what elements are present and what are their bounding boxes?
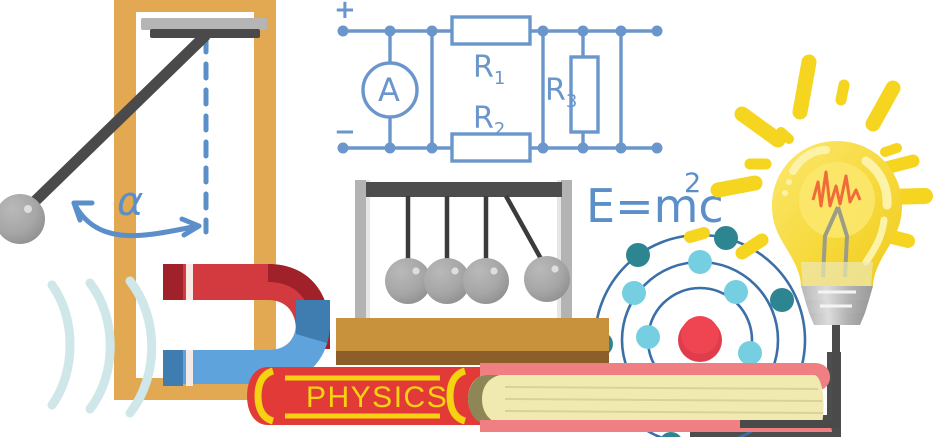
- sound-wave-3: [125, 276, 157, 418]
- bulb-rays: [684, 54, 933, 260]
- terminal-positive-label: +: [334, 0, 356, 25]
- book-title: PHYSICS: [306, 381, 448, 414]
- cradle-post-right: [561, 180, 572, 328]
- formula-exponent: 2: [684, 168, 701, 199]
- pendulum-angle-arrow-left: [71, 200, 95, 223]
- bulb-ray-small: [684, 227, 710, 243]
- sound-waves: [47, 276, 157, 418]
- circuit-labels: + − A R1 R2 R3: [334, 0, 577, 147]
- bulb-highlight-1: [789, 146, 830, 175]
- atom-electron: [770, 288, 794, 312]
- pendulum-mount-plate: [141, 18, 267, 30]
- terminal-negative-label: −: [334, 117, 356, 147]
- magnet-south-stripe: [186, 350, 193, 386]
- book-cover: [247, 367, 508, 425]
- cradle-post-left: [355, 180, 366, 328]
- atom-electron: [724, 280, 748, 304]
- bulb-ray: [879, 154, 920, 175]
- book-spine-arc-right: [446, 367, 467, 425]
- cradle-ball-4: [524, 256, 570, 302]
- shelf-bottom: [336, 351, 609, 365]
- pink-book-page-shadow: [468, 375, 500, 424]
- ammeter-label: A: [378, 71, 400, 109]
- pendulum-rod: [22, 30, 211, 214]
- bulb-highlight-2: [861, 156, 892, 210]
- horseshoe-magnet: [163, 264, 330, 386]
- atom-electron: [622, 281, 646, 305]
- magnet-south-shade: [296, 300, 330, 343]
- wooden-shelf: [336, 318, 609, 365]
- bulb-ray: [865, 80, 901, 132]
- magnet-north-stripe: [186, 264, 193, 300]
- bulb-cord-wire: [740, 305, 840, 428]
- bulb-ray: [734, 106, 786, 148]
- resistor-r1-label: R1: [473, 50, 505, 89]
- shelf-top: [336, 318, 609, 355]
- bulb-neck-frost: [801, 262, 873, 288]
- bulb-cord: [740, 305, 840, 428]
- magnet-north-tip: [163, 264, 183, 300]
- bulb-highlight-dot: [786, 179, 792, 185]
- atom-electron: [626, 243, 650, 267]
- bulb-ray: [710, 175, 763, 198]
- pendulum-angle-arc: [71, 200, 201, 239]
- bulb-ray-small: [880, 143, 902, 157]
- atom-electron: [636, 325, 660, 349]
- atom-nucleus-highlight: [681, 316, 719, 354]
- atom-electron: [688, 250, 712, 274]
- circuit-diagram: [337, 15, 663, 163]
- bulb-highlight-dot: [782, 190, 788, 196]
- pink-book: [468, 363, 832, 432]
- energy-formula: E=mc 2: [586, 168, 724, 233]
- cradle-post-right-highlight: [557, 180, 561, 328]
- pendulum-bob: [0, 194, 45, 244]
- sound-wave-2: [85, 278, 115, 414]
- resistor-r2-body: [450, 132, 532, 163]
- bulb-ray-small: [776, 127, 794, 144]
- pink-book-page-lines: [504, 386, 824, 414]
- atom-electron: [738, 341, 762, 365]
- resistor-r1-body: [450, 15, 532, 46]
- ammeter-circle: [361, 61, 419, 119]
- newtons-cradle: [355, 180, 572, 328]
- physics-book: PHYSICS: [247, 367, 508, 425]
- resistor-r2-label: R2: [473, 101, 505, 140]
- bulb-ray-small: [835, 79, 850, 106]
- pendulum-angle-arrow-right: [179, 216, 202, 238]
- cradle-top-bar: [366, 182, 562, 197]
- bulb-base-bottom: [809, 313, 865, 325]
- formula-text: E=mc: [586, 179, 724, 233]
- cradle-ball-3: [463, 258, 509, 304]
- bulb-ray: [792, 54, 817, 120]
- pendulum-angle-label: α: [117, 179, 143, 225]
- bulb-filament: [811, 170, 862, 208]
- atom-electron: [714, 226, 738, 250]
- resistor-r3-label: R3: [545, 73, 577, 112]
- sound-wave-1: [47, 280, 75, 410]
- light-bulb: [772, 141, 902, 325]
- magnet-south-tip: [163, 350, 183, 386]
- bulb-highlight-3: [862, 216, 888, 266]
- cradle-ball-2: [424, 258, 470, 304]
- magnet-south-arm: [163, 300, 330, 384]
- circuit-nodes: [337, 25, 663, 154]
- resistor-r3-body: [569, 55, 600, 134]
- cradle-ball-1: [385, 258, 431, 304]
- atom-electron: [661, 432, 681, 437]
- bulb-ray: [735, 233, 769, 260]
- book-spine-arc-left: [254, 367, 275, 425]
- pendulum: α: [0, 18, 267, 244]
- cradle-string-4: [504, 194, 547, 268]
- bulb-inner-glow: [799, 162, 875, 238]
- pendulum-bob-highlight: [24, 205, 32, 213]
- cradle-balls: [385, 256, 570, 304]
- cradle-post-left-highlight: [366, 180, 370, 328]
